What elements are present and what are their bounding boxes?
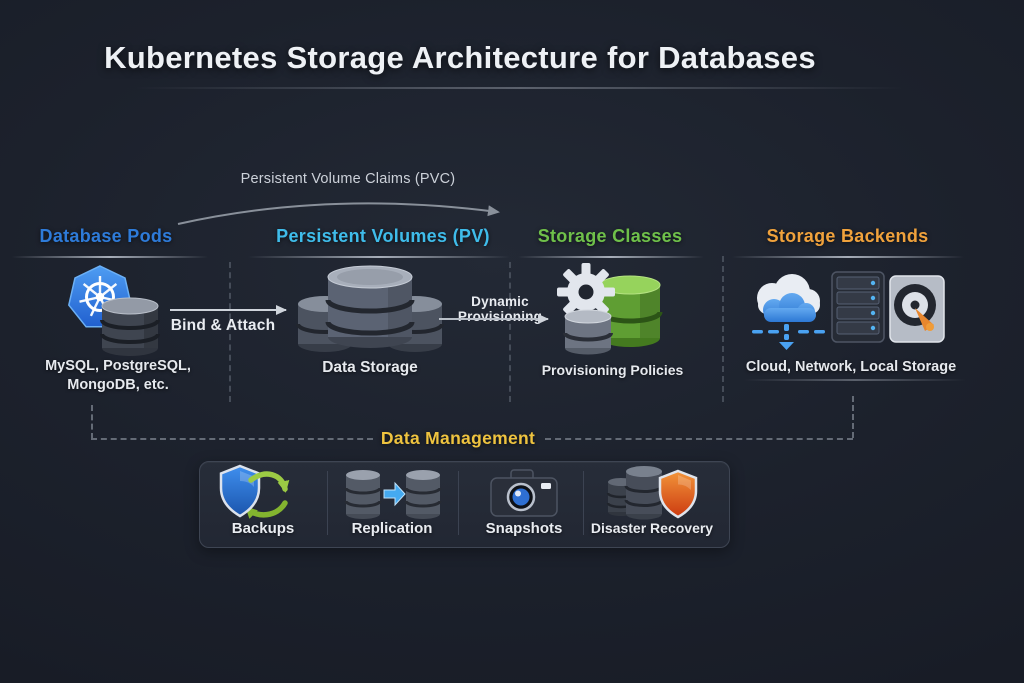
cloud-server-disk-icon bbox=[752, 271, 945, 350]
column-caption-persistent-volumes: Data Storage bbox=[322, 359, 418, 376]
header-underline bbox=[518, 256, 704, 258]
dm-item-label-disaster-recovery: Disaster Recovery bbox=[590, 520, 714, 536]
dm-connector-left-vertical bbox=[91, 405, 93, 439]
bind-attach-label: Bind & Attach bbox=[170, 317, 276, 334]
panel-divider bbox=[458, 471, 459, 535]
column-header-storage-backends: Storage Backends bbox=[766, 226, 929, 246]
dynamic-provisioning-label: Dynamic Provisioning bbox=[457, 294, 543, 324]
database-shield-icon bbox=[606, 466, 698, 520]
column-header-persistent-volumes: Persistent Volumes (PV) bbox=[276, 226, 490, 246]
dm-item-label-backups: Backups bbox=[231, 520, 295, 537]
column-divider bbox=[509, 262, 511, 402]
header-underline bbox=[248, 256, 510, 258]
small-cylinder-icon bbox=[563, 309, 613, 355]
pvc-flow-label: Persistent Volume Claims (PVC) bbox=[240, 171, 456, 187]
column-caption-storage-classes: Provisioning Policies bbox=[541, 362, 684, 378]
bind-attach-arrow bbox=[170, 305, 287, 315]
header-underline bbox=[732, 256, 964, 258]
database-replication-icon bbox=[344, 470, 442, 519]
page-title: Kubernetes Storage Architecture for Data… bbox=[104, 40, 816, 75]
gear-icon bbox=[557, 263, 615, 321]
column-caption-database-pods: MySQL, PostgreSQL, MongoDB, etc. bbox=[45, 358, 191, 393]
column-divider bbox=[722, 256, 724, 402]
shield-refresh-icon bbox=[219, 464, 290, 519]
column-header-storage-classes: Storage Classes bbox=[537, 226, 683, 246]
kubernetes-database-icon bbox=[67, 265, 160, 356]
backends-caption-underline bbox=[744, 379, 966, 381]
stacked-cylinders-icon bbox=[296, 265, 444, 352]
column-caption-storage-backends: Cloud, Network, Local Storage bbox=[745, 359, 957, 375]
panel-divider bbox=[327, 471, 328, 535]
hard-disk-icon bbox=[889, 275, 945, 343]
dm-item-label-snapshots: Snapshots bbox=[485, 520, 563, 537]
column-header-database-pods: Database Pods bbox=[39, 226, 173, 246]
dm-item-label-replication: Replication bbox=[351, 520, 433, 537]
dm-connector-right-vertical bbox=[852, 396, 854, 438]
data-management-label: Data Management bbox=[380, 428, 536, 448]
header-underline bbox=[12, 256, 208, 258]
gear-database-icon bbox=[557, 263, 663, 355]
title-underline bbox=[135, 87, 905, 89]
dynamic-provisioning-arrow bbox=[439, 314, 549, 324]
panel-divider bbox=[583, 471, 584, 535]
camera-icon bbox=[490, 469, 558, 517]
column-divider bbox=[229, 262, 231, 402]
dm-connector-right-horizontal bbox=[545, 438, 853, 440]
server-rack-icon bbox=[831, 271, 885, 343]
dm-connector-left-horizontal bbox=[91, 438, 373, 440]
database-cylinder-icon bbox=[100, 297, 160, 356]
cloud-icon bbox=[752, 274, 825, 350]
pvc-curved-arrow bbox=[177, 202, 500, 225]
